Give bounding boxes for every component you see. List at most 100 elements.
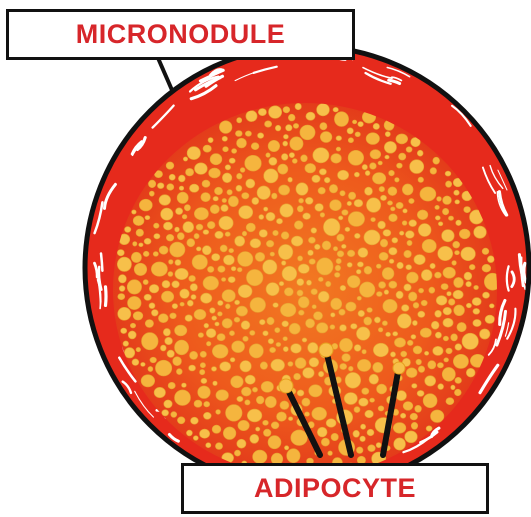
adipocyte-cell (348, 212, 364, 227)
adipocyte-cell (238, 285, 252, 298)
adipocyte-cell (421, 300, 427, 306)
adipocyte-cell (446, 398, 454, 405)
adipocyte-cell (290, 137, 303, 151)
adipocyte-cell (423, 394, 437, 408)
adipocyte-cell (163, 328, 170, 336)
adipocyte-cell (410, 160, 424, 174)
adipocyte-cell (234, 450, 240, 456)
adipocyte-cell (482, 248, 489, 254)
adipocyte-cell (143, 251, 149, 256)
adipocyte-cell (144, 294, 151, 300)
adipocyte-cell (123, 341, 129, 346)
adipocyte-cell (453, 241, 460, 248)
adipocyte-cell (420, 187, 436, 201)
adipocyte-cell (426, 426, 432, 431)
adipocyte-cell (365, 410, 374, 418)
adipocyte-cell (212, 344, 228, 358)
adipocyte-cell (278, 164, 288, 174)
adipocyte-cell (250, 239, 261, 248)
adipocyte-cell (299, 198, 304, 203)
adipocyte-cell (487, 256, 494, 263)
adipocyte-cell (288, 362, 293, 367)
adipocyte-cell (394, 338, 405, 348)
adipocyte-cell (172, 304, 178, 309)
adipocyte-cell (402, 184, 413, 195)
adipocyte-cell (175, 227, 180, 232)
adipocyte-cell (397, 262, 404, 269)
adipocyte-cell (344, 393, 357, 405)
adipocyte-cell (446, 181, 452, 187)
adipocyte-cell (415, 405, 422, 412)
adipocyte-cell (246, 223, 255, 232)
micronodule-label: MICRONODULE (6, 9, 355, 60)
adipocyte-cell (180, 302, 184, 306)
adipocyte-cell (384, 290, 389, 295)
adipocyte-cell (163, 222, 172, 230)
adipocyte-cell (362, 164, 367, 169)
adipocyte-cell (240, 168, 245, 173)
adipocyte-cell (404, 250, 412, 257)
adipocyte-cell (407, 272, 419, 283)
adipocyte-cell (448, 216, 453, 220)
adipocyte-cell (435, 272, 442, 278)
adipocyte-cell (153, 252, 158, 257)
adipocyte-cell (207, 221, 215, 228)
adipocyte-cell (455, 377, 462, 383)
adipocyte-cell (229, 248, 234, 252)
adipocyte-cell (401, 305, 409, 312)
adipocyte-cell (133, 216, 144, 226)
adipocyte-cell (159, 246, 168, 254)
adipocyte-cell (212, 425, 221, 433)
adipocyte-cell (409, 220, 417, 227)
adipocyte-cell (411, 422, 418, 429)
adipocyte-cell (175, 325, 187, 336)
adipocyte-cell (406, 147, 412, 153)
adipocyte-cell (340, 285, 346, 290)
adipocyte-cell (361, 424, 366, 429)
adipocyte-cell (177, 192, 188, 203)
adipocyte-cell (280, 303, 296, 317)
adipocyte-cell (437, 363, 443, 368)
adipocyte-cell (268, 339, 274, 344)
adipocyte-cell (196, 247, 201, 251)
adipocyte-cell (183, 157, 187, 161)
adipocyte-cell (358, 122, 364, 127)
adipocyte-cell (396, 134, 408, 144)
adipocyte-cell (256, 396, 264, 404)
adipocyte-cell (302, 398, 310, 406)
adipocyte-cell (370, 398, 375, 402)
adipocyte-cell (184, 205, 190, 211)
adipocyte-cell (166, 234, 174, 241)
adipocyte-cell (397, 163, 403, 168)
adipocyte-cell (442, 230, 455, 242)
adipocyte-cell (194, 233, 199, 238)
adipocyte-cell (362, 388, 369, 395)
adipocyte-cell (399, 153, 406, 160)
adipocyte-cell (416, 359, 422, 365)
adipocyte-cell (438, 246, 453, 260)
adipocyte-cell (312, 305, 316, 309)
adipocyte-cell (159, 195, 171, 206)
adipocyte-cell (454, 305, 465, 316)
adipocyte-cell (418, 366, 424, 373)
adipocyte-cell (242, 231, 247, 236)
adipocyte-cell (413, 346, 422, 354)
adipocyte-cell (357, 262, 363, 267)
adipocyte-cell (130, 323, 135, 328)
adipocyte-cell (265, 121, 272, 127)
adipocyte-cell (314, 244, 320, 249)
adipocyte-cell (189, 275, 196, 281)
adipocyte-cell (277, 412, 287, 421)
adipocyte-cell (382, 321, 387, 326)
adipocyte-cell (223, 255, 234, 265)
adipocyte-cell (411, 335, 416, 340)
adipocyte-cell (243, 336, 249, 341)
adipocyte-cell (211, 367, 216, 372)
adipocyte-cell (485, 315, 495, 323)
adipocyte-cell (368, 445, 376, 452)
adipocyte-cell (250, 297, 266, 312)
adipocyte-cell (421, 270, 432, 281)
adipocyte-cell (249, 344, 263, 358)
adipocyte-cell (339, 338, 352, 352)
